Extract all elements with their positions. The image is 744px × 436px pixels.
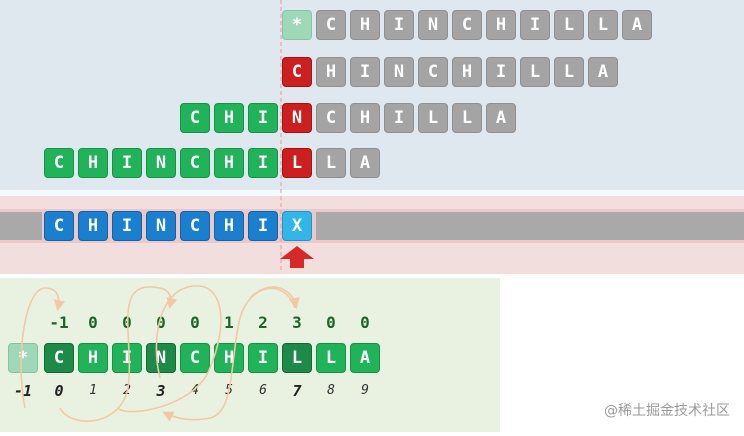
index-label: 7 (292, 382, 302, 400)
text-bar-left (0, 212, 42, 240)
pointer-arrow-icon (280, 246, 314, 268)
pattern-cell: I (384, 10, 414, 40)
pattern-cell: H (78, 343, 108, 373)
pattern-cell: L (554, 57, 584, 87)
text-cell: H (214, 211, 244, 241)
matched-cell: C (180, 148, 210, 178)
pattern-cell: H (316, 57, 346, 87)
next-value: 0 (326, 313, 336, 332)
pattern-cell: L (452, 103, 482, 133)
next-value: 0 (88, 313, 98, 332)
text-cell: I (248, 211, 278, 241)
matched-cell: I (248, 148, 278, 178)
next-value: -1 (49, 313, 69, 332)
index-label: 0 (54, 382, 64, 400)
watermark: @稀土掘金技术社区 (604, 403, 730, 419)
mismatch-cell: C (282, 57, 312, 87)
star-cell: * (8, 343, 38, 373)
pattern-cell: L (588, 10, 618, 40)
divider-white (0, 190, 744, 196)
pattern-cell: I (520, 10, 550, 40)
pattern-cell: N (418, 10, 448, 40)
matched-cell: H (214, 148, 244, 178)
current-text-cell: X (282, 211, 312, 241)
matched-cell: I (112, 148, 142, 178)
mismatch-cell: N (282, 103, 312, 133)
pattern-cell: C (418, 57, 448, 87)
matched-cell: I (248, 103, 278, 133)
pattern-cell: C (316, 103, 346, 133)
pattern-cell: A (350, 148, 380, 178)
index-label: 6 (259, 383, 267, 398)
text-cell: C (44, 211, 74, 241)
pattern-cell: C (180, 343, 210, 373)
text-bar-right (316, 212, 744, 240)
index-label: 1 (89, 383, 97, 398)
mismatch-cell: L (282, 148, 312, 178)
matched-cell: C (180, 103, 210, 133)
star-cell: * (282, 10, 312, 40)
alignment-line (280, 0, 282, 270)
matched-cell: H (78, 148, 108, 178)
pattern-cell: A (350, 343, 380, 373)
pattern-cell: I (384, 103, 414, 133)
next-value: 1 (224, 313, 234, 332)
matched-cell: C (44, 148, 74, 178)
pattern-cell: H (350, 10, 380, 40)
next-value: 2 (258, 313, 268, 332)
pattern-cell: L (418, 103, 448, 133)
next-value: 3 (292, 313, 302, 332)
text-cell: C (180, 211, 210, 241)
matched-cell: N (146, 148, 176, 178)
divider-white-2 (0, 274, 744, 278)
index-label: 3 (156, 382, 166, 400)
pattern-cell: L (520, 57, 550, 87)
text-cell: N (146, 211, 176, 241)
index-label: 4 (191, 383, 199, 398)
index-label: 8 (327, 383, 335, 398)
text-cell: H (78, 211, 108, 241)
pattern-cell: I (350, 57, 380, 87)
pattern-cell: H (452, 57, 482, 87)
pattern-cell: H (486, 10, 516, 40)
pattern-cell: L (316, 343, 346, 373)
pattern-cell: I (248, 343, 278, 373)
next-value: 0 (190, 313, 200, 332)
pattern-cell: H (350, 103, 380, 133)
pattern-cell-highlight: N (146, 343, 176, 373)
pattern-cell: C (452, 10, 482, 40)
pattern-cell-highlight: L (282, 343, 312, 373)
next-value: 0 (360, 313, 370, 332)
pattern-cell: I (112, 343, 142, 373)
pattern-cell: A (622, 10, 652, 40)
next-value: 0 (156, 313, 166, 332)
pattern-cell: N (384, 57, 414, 87)
index-label: 9 (361, 383, 369, 398)
next-arcs (20, 285, 300, 422)
pattern-cell: I (486, 57, 516, 87)
pattern-cell: L (554, 10, 584, 40)
pattern-cell: A (588, 57, 618, 87)
matched-cell: H (214, 103, 244, 133)
pattern-cell-highlight: C (44, 343, 74, 373)
pattern-cell: A (486, 103, 516, 133)
pattern-cell: L (316, 148, 346, 178)
pattern-cell: C (316, 10, 346, 40)
text-cell: I (112, 211, 142, 241)
